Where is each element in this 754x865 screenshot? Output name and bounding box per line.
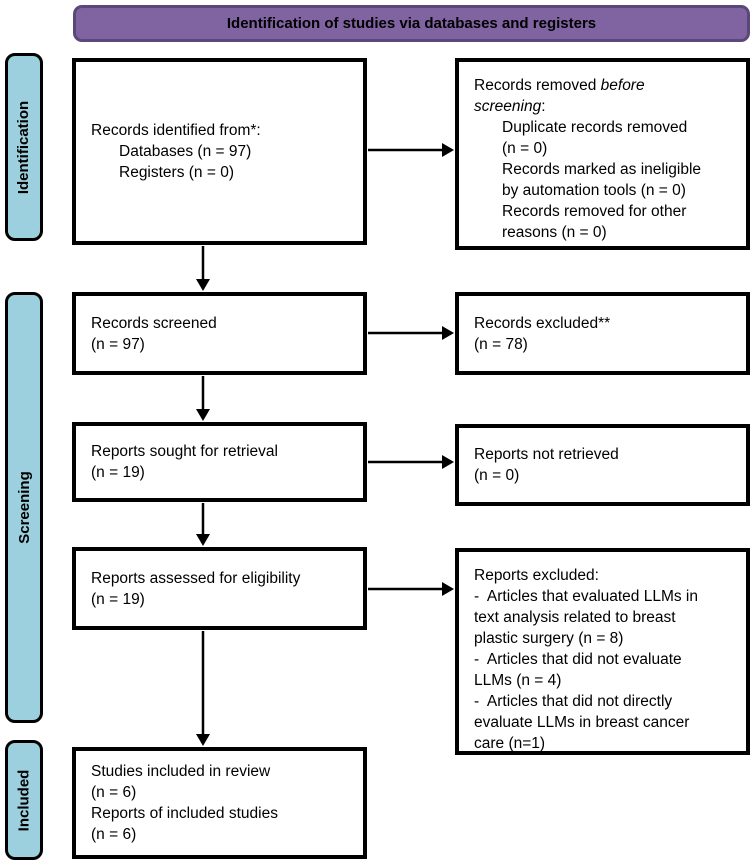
banner-title: Identification of studies via databases … <box>226 15 597 32</box>
box-records-removed-before-screening: Records removed before screening: Duplicat… <box>455 58 750 250</box>
box-line: Reports not retrieved <box>474 446 619 463</box>
box-line: Records excluded** <box>474 314 611 332</box>
arrow-sought-to-assessed <box>196 503 210 546</box>
box-records-identified: Records identified from*: Databases (n = … <box>72 58 367 245</box>
box-line: reasons (n = 0) <box>502 224 607 241</box>
arrow-screened-to-sought <box>196 376 210 421</box>
box-line: screening: <box>474 98 546 115</box>
box-records-excluded: Records excluded** (n = 78) <box>455 292 750 375</box>
box-line: Records screened <box>91 314 217 332</box>
box-line: - Articles that evaluated LLMs in <box>474 588 699 605</box>
box-line: plastic surgery (n = 8) <box>474 630 624 647</box>
box-line: Records identified from*: <box>91 122 261 139</box>
box-reports-excluded: Reports excluded: - Articles that evaluat… <box>455 548 750 755</box>
box-line: (n = 6) <box>91 784 137 801</box>
stage-label-included: Included <box>5 740 43 860</box>
box-line: Reports excluded: <box>474 567 599 584</box>
box-line: Reports assessed for eligibility <box>91 569 301 587</box>
stage-label-screening: Screening <box>5 292 43 723</box>
box-line: - Articles that did not directly <box>474 693 673 710</box>
stage-label-identification-text: Identification <box>15 100 33 194</box>
arrow-sought-to-not-retrieved <box>368 455 454 469</box>
box-line: evaluate LLMs in breast cancer <box>474 714 690 731</box>
banner: Identification of studies via databases … <box>73 5 750 42</box>
box-reports-not-retrieved: Reports not retrieved (n = 0) <box>455 424 750 506</box>
box-line: - Articles that did not evaluate <box>474 651 682 668</box>
box-line: LLMs (n = 4) <box>474 672 562 689</box>
box-line: (n = 19) <box>91 590 145 608</box>
box-records-screened: Records screened (n = 97) <box>72 292 367 375</box>
box-reports-sought-for-retrieval: Reports sought for retrieval (n = 19) <box>72 422 367 502</box>
box-line: by automation tools (n = 0) <box>502 182 686 199</box>
box-line: Databases (n = 97) <box>119 143 252 160</box>
box-line: (n = 19) <box>91 464 145 481</box>
box-line: (n = 6) <box>91 826 137 843</box>
box-line: Records removed before <box>474 77 645 94</box>
box-line: Registers (n = 0) <box>119 164 235 181</box>
box-line: Records removed for other <box>502 203 687 220</box>
box-line: text analysis related to breast <box>474 609 676 626</box>
box-line: (n = 0) <box>474 467 520 484</box>
box-line: (n = 78) <box>474 335 528 353</box>
box-line: care (n=1) <box>474 735 546 752</box>
box-line: Studies included in review <box>91 763 271 780</box>
box-line: (n = 0) <box>502 140 548 157</box>
arrow-assessed-to-excluded <box>368 582 454 596</box>
stage-label-identification: Identification <box>5 53 43 241</box>
arrow-identified-to-screened <box>196 246 210 291</box>
stage-label-screening-text: Screening <box>15 471 33 544</box>
box-studies-included-in-review: Studies included in review (n = 6) Reports… <box>72 747 367 859</box>
box-line: Records marked as ineligible <box>502 161 702 178</box>
box-reports-assessed-for-eligibility: Reports assessed for eligibility (n = 19) <box>72 547 367 630</box>
box-line: Duplicate records removed <box>502 119 688 136</box>
arrow-identified-to-removed <box>368 143 454 157</box>
box-line: Reports sought for retrieval <box>91 443 278 460</box>
arrow-assessed-to-included <box>196 631 210 746</box>
box-line: (n = 97) <box>91 335 145 353</box>
arrow-screened-to-excluded <box>368 326 454 340</box>
stage-label-included-text: Included <box>15 769 33 831</box>
box-line: Reports of included studies <box>91 805 278 822</box>
